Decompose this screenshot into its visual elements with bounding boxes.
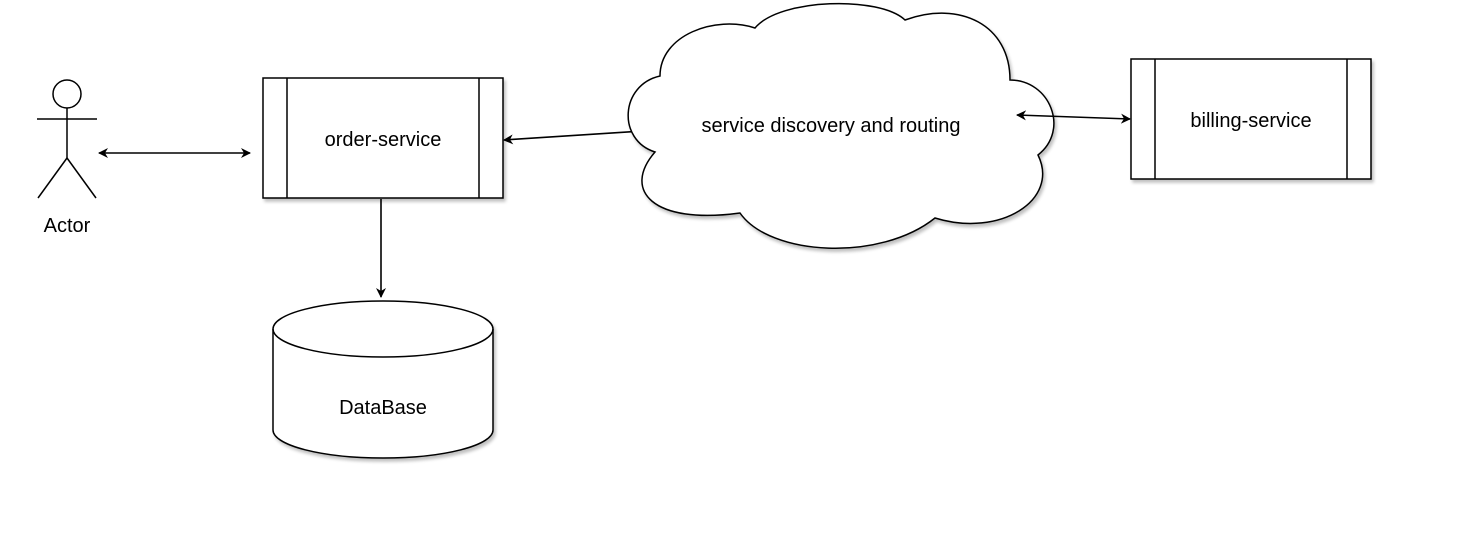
cloud-icon [627,2,1055,249]
cloud-label: service discovery and routing [701,115,960,137]
order-cloud-connector[interactable] [503,126,643,145]
billing-service-label: billing-service [1190,110,1311,132]
database-cylinder[interactable] [272,300,494,459]
order-service-label: order-service [325,129,442,151]
stick-figure-icon [37,79,97,199]
database-label: DataBase [339,397,427,419]
actor-label: Actor [44,215,91,237]
order-service-box[interactable] [262,77,504,199]
actor-figure[interactable] [37,79,97,199]
billing-service-box[interactable] [1130,58,1372,180]
cylinder-icon [272,300,494,459]
cloud-billing-connector[interactable] [1016,110,1131,124]
service-discovery-cloud[interactable] [627,2,1055,249]
